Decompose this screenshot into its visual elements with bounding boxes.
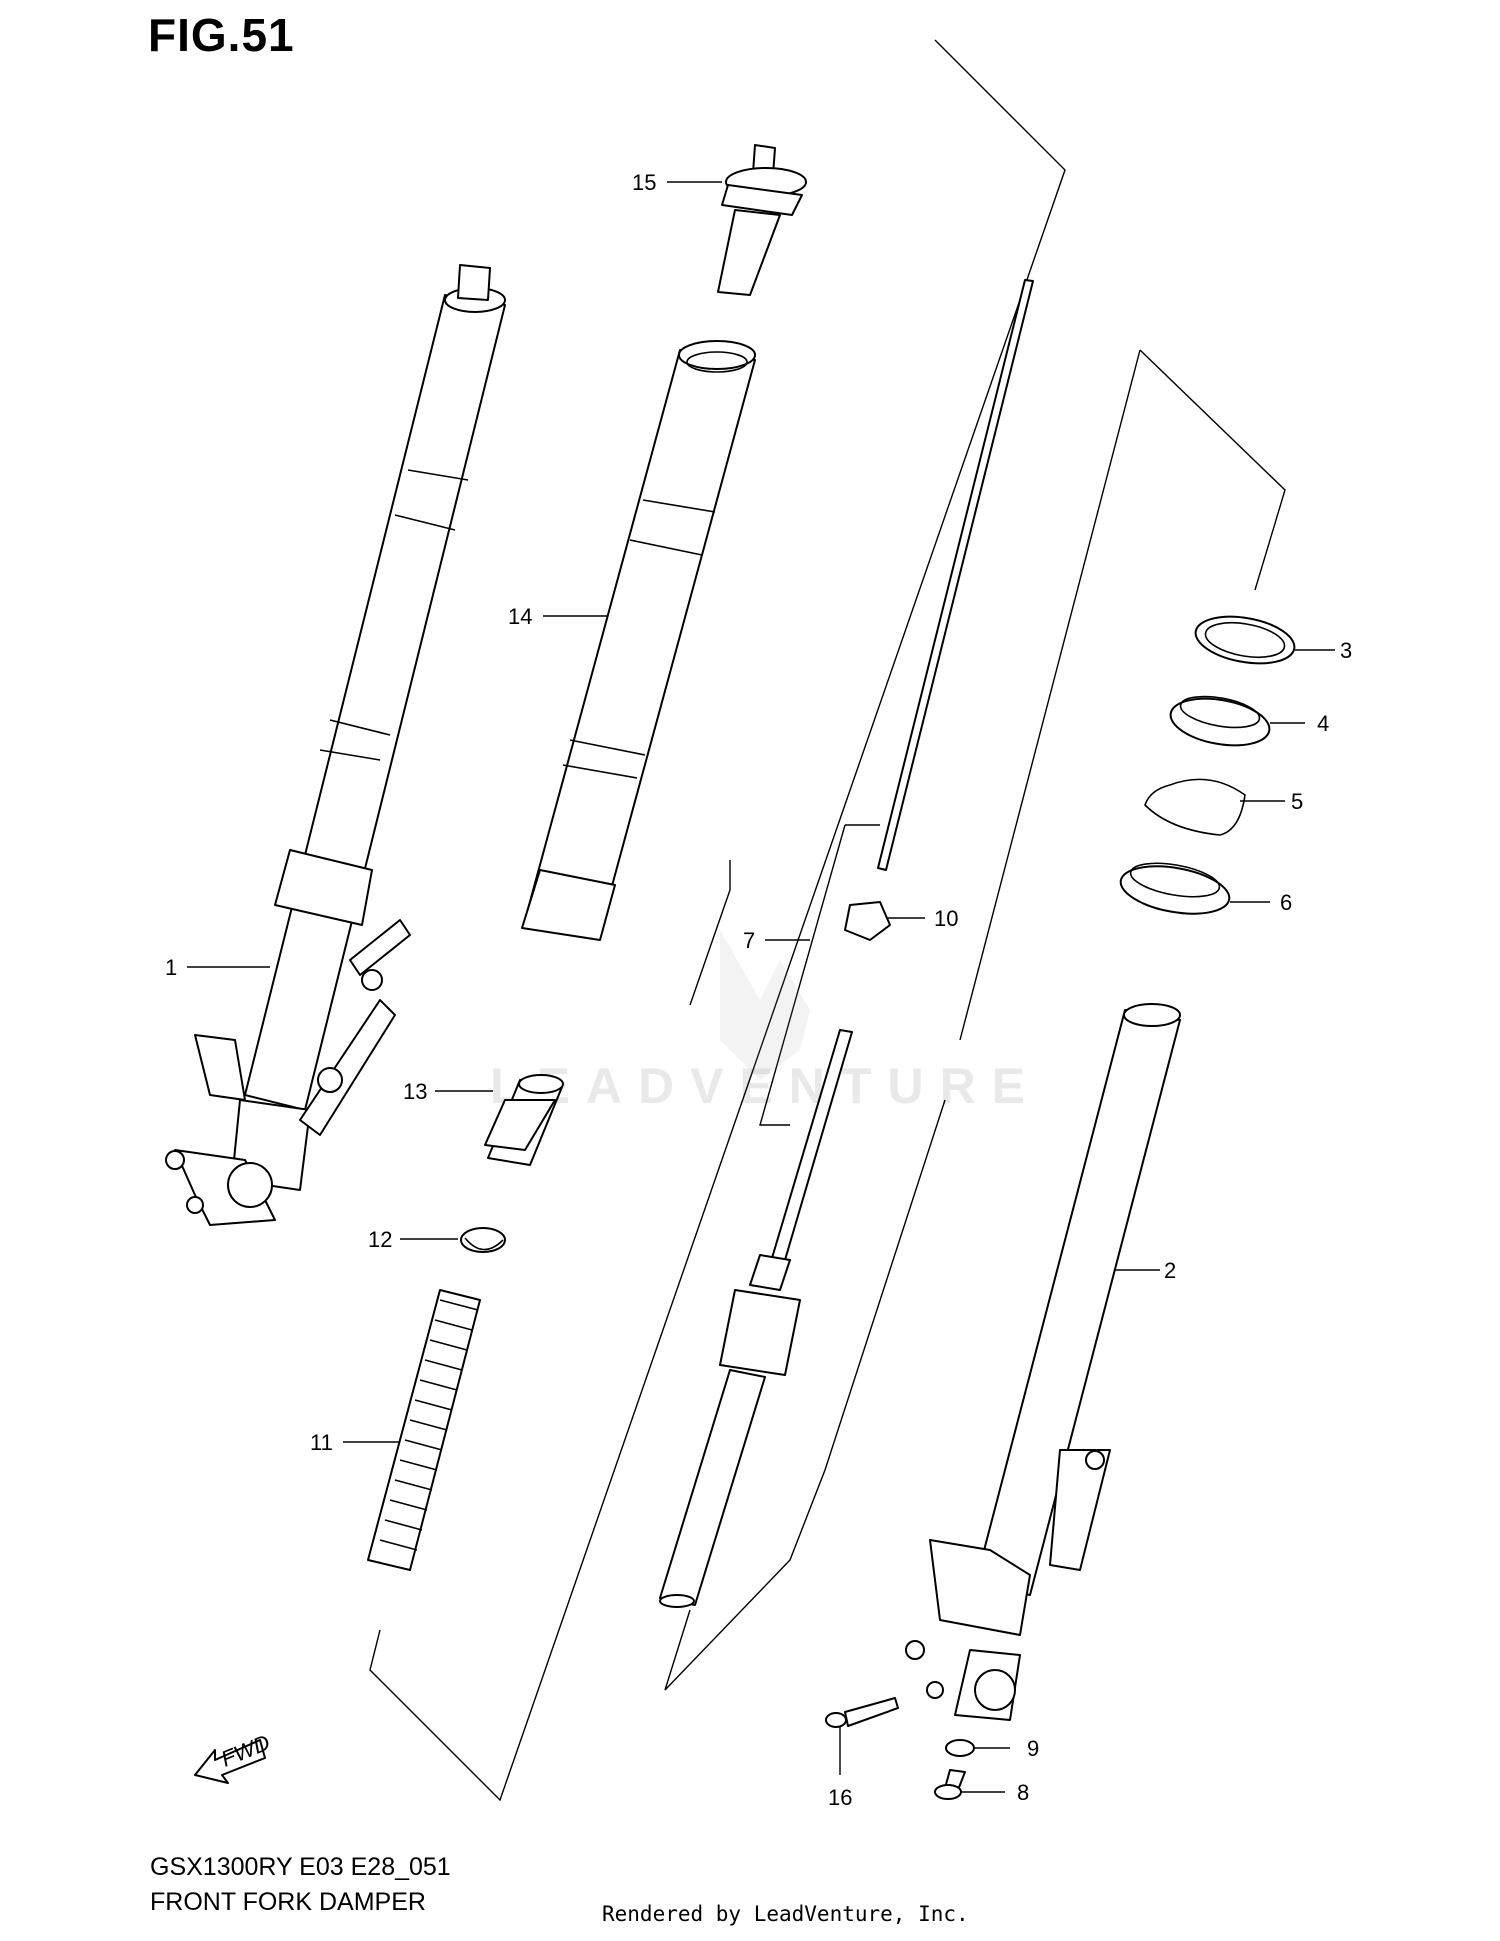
group-outline-right: [664, 349, 1286, 1691]
part-8-drain-bolt[interactable]: [934, 1769, 966, 1800]
part-16-bolt[interactable]: [825, 1697, 899, 1728]
callout-6-number: 6: [1280, 890, 1292, 915]
rendered-by-credit: Rendered by LeadVenture, Inc.: [602, 1902, 969, 1926]
callout-2-number: 2: [1164, 1258, 1176, 1283]
part-15-cap-bolt[interactable]: [717, 144, 807, 296]
callout-15[interactable]: 15: [632, 170, 722, 195]
callout-2[interactable]: 2: [1115, 1258, 1176, 1283]
part-13-spacer[interactable]: [484, 1074, 564, 1166]
callout-13-number: 13: [403, 1079, 427, 1104]
fwd-arrow-icon: FWD: [194, 1730, 273, 1784]
callout-9[interactable]: 9: [975, 1736, 1039, 1761]
callout-4[interactable]: 4: [1270, 711, 1329, 736]
callout-12[interactable]: 12: [368, 1227, 458, 1252]
callout-3-number: 3: [1340, 638, 1352, 663]
watermark-logo: [720, 930, 810, 1080]
model-code: GSX1300RY E03 E28_051: [150, 1853, 451, 1881]
callout-10-number: 10: [934, 906, 958, 931]
callout-11[interactable]: 11: [310, 1430, 400, 1455]
figure-title: FIG.51: [148, 9, 295, 61]
part-5-seal-stopper-ring[interactable]: [1144, 778, 1246, 836]
part-4-oil-seal[interactable]: [1167, 691, 1273, 752]
callout-16-number: 16: [828, 1785, 852, 1810]
callout-8-number: 8: [1017, 1780, 1029, 1805]
watermark-text: LEADVENTURE: [490, 1058, 1042, 1114]
callout-16[interactable]: 16: [828, 1727, 852, 1810]
callout-7[interactable]: 7: [743, 928, 810, 953]
part-9-gasket[interactable]: [945, 1739, 975, 1757]
part-11-fork-spring[interactable]: [367, 1289, 481, 1571]
callout-1-number: 1: [165, 955, 177, 980]
callout-13[interactable]: 13: [403, 1079, 493, 1104]
callout-9-number: 9: [1027, 1736, 1039, 1761]
callout-10[interactable]: 10: [888, 906, 958, 931]
group-outline-center: [369, 39, 1066, 1802]
callout-7-number: 7: [743, 928, 755, 953]
callout-6[interactable]: 6: [1230, 890, 1292, 915]
group-outline-damper: [759, 824, 880, 1126]
part-2-outer-tube-right[interactable]: [905, 1003, 1181, 1721]
callout-5[interactable]: 5: [1240, 789, 1303, 814]
callout-3[interactable]: 3: [1295, 638, 1352, 663]
part-6-dust-seal[interactable]: [1117, 857, 1233, 921]
section-name: FRONT FORK DAMPER: [150, 1888, 426, 1916]
part-14-inner-tube[interactable]: [521, 340, 756, 941]
callout-1[interactable]: 1: [165, 955, 270, 980]
callout-12-number: 12: [368, 1227, 392, 1252]
callout-11-number: 11: [310, 1430, 333, 1455]
part-3-oil-seal-ring[interactable]: [1192, 610, 1298, 671]
callout-15-number: 15: [632, 170, 656, 195]
callout-14[interactable]: 14: [508, 604, 608, 629]
callout-5-number: 5: [1291, 789, 1303, 814]
callout-14-number: 14: [508, 604, 532, 629]
callout-4-number: 4: [1317, 711, 1329, 736]
part-1-fork-assembly-left[interactable]: [165, 264, 506, 1226]
callout-8[interactable]: 8: [960, 1780, 1029, 1805]
part-7-damper-rod[interactable]: [659, 279, 1034, 1608]
part-10-lock-nut[interactable]: [844, 901, 891, 941]
part-12-spring-seat[interactable]: [460, 1227, 506, 1253]
